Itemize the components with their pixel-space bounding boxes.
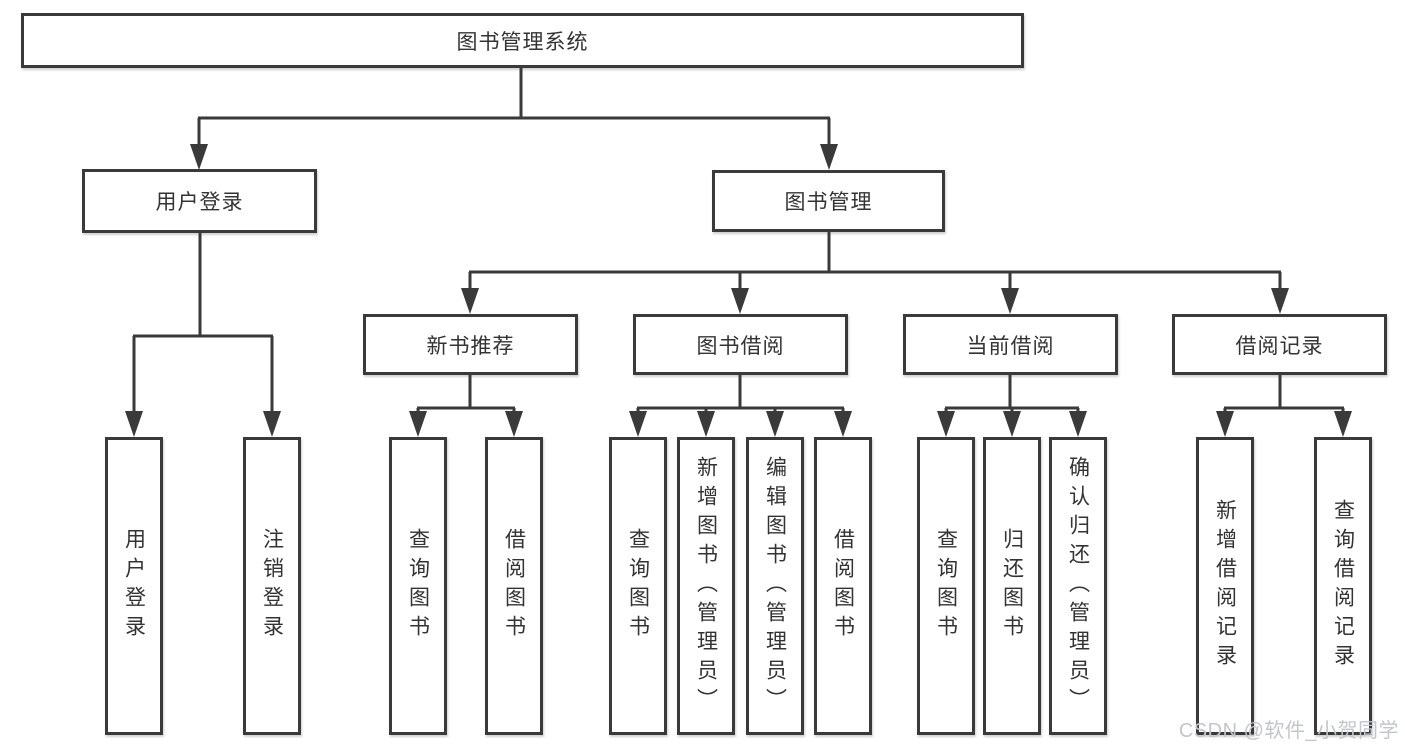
- leaf-confirm-return-admin-label: 确认归还（管理员）: [1066, 455, 1090, 717]
- node-book-borrow: 图书借阅: [633, 314, 848, 375]
- leaf-borrow-book-1-label: 借阅图书: [502, 528, 526, 644]
- leaf-query-book-1-label: 查询图书: [406, 528, 430, 644]
- leaf-user-login: 用户登录: [105, 437, 163, 735]
- leaf-edit-book-admin-label: 编辑图书（管理员）: [763, 455, 787, 717]
- node-borrow-record: 借阅记录: [1172, 314, 1387, 375]
- connector-borrowrecord-to-leaves: [1223, 374, 1345, 413]
- leaf-add-borrow-record-label: 新增借阅记录: [1213, 499, 1237, 673]
- leaf-query-borrow-record: 查询借阅记录: [1314, 437, 1372, 735]
- leaf-query-book-3-label: 查询图书: [934, 528, 958, 644]
- node-current-borrow: 当前借阅: [903, 314, 1118, 375]
- connector-currentborrow-to-leaves: [944, 374, 1080, 413]
- node-user-login: 用户登录: [82, 169, 317, 233]
- leaf-return-book: 归还图书: [983, 437, 1041, 735]
- leaf-logout-label: 注销登录: [260, 528, 284, 644]
- node-current-borrow-label: 当前借阅: [966, 334, 1055, 358]
- connector-userlogin-to-leaves: [132, 233, 274, 412]
- node-book-borrow-label: 图书借阅: [696, 334, 785, 358]
- node-new-book-recommend: 新书推荐: [363, 314, 578, 375]
- connector-newbookrec-to-leaves: [416, 374, 516, 413]
- node-root: 图书管理系统: [21, 13, 1024, 68]
- connector-bookmgmt-to-level3: [468, 232, 1282, 290]
- leaf-borrow-book-2: 借阅图书: [814, 437, 872, 735]
- leaf-edit-book-admin: 编辑图书（管理员）: [746, 437, 804, 735]
- node-user-login-label: 用户登录: [155, 191, 244, 214]
- leaf-add-book-admin-label: 新增图书（管理员）: [694, 455, 718, 717]
- leaf-query-borrow-record-label: 查询借阅记录: [1331, 499, 1355, 673]
- connector-root-to-level2: [197, 68, 831, 145]
- node-borrow-record-label: 借阅记录: [1235, 334, 1324, 358]
- node-root-label: 图书管理系统: [456, 30, 589, 54]
- node-book-management: 图书管理: [712, 170, 945, 232]
- leaf-confirm-return-admin: 确认归还（管理员）: [1049, 437, 1107, 735]
- leaf-add-book-admin: 新增图书（管理员）: [677, 437, 735, 735]
- leaf-query-book-1: 查询图书: [389, 437, 447, 735]
- leaf-borrow-book-1: 借阅图书: [485, 437, 543, 735]
- leaf-return-book-label: 归还图书: [1000, 528, 1024, 644]
- csdn-watermark: CSDN @软件_小贺同学: [1178, 720, 1399, 742]
- leaf-query-book-2-label: 查询图书: [626, 528, 650, 644]
- arrowhead-icons: [125, 144, 1352, 437]
- leaf-borrow-book-2-label: 借阅图书: [831, 528, 855, 644]
- leaf-logout: 注销登录: [243, 437, 301, 735]
- node-new-book-recommend-label: 新书推荐: [426, 334, 515, 358]
- leaf-add-borrow-record: 新增借阅记录: [1196, 437, 1254, 735]
- node-book-management-label: 图书管理: [784, 191, 873, 214]
- leaf-query-book-2: 查询图书: [609, 437, 667, 735]
- leaf-user-login-label: 用户登录: [122, 528, 146, 644]
- connector-bookborrow-to-leaves: [636, 374, 845, 413]
- leaf-query-book-3: 查询图书: [917, 437, 975, 735]
